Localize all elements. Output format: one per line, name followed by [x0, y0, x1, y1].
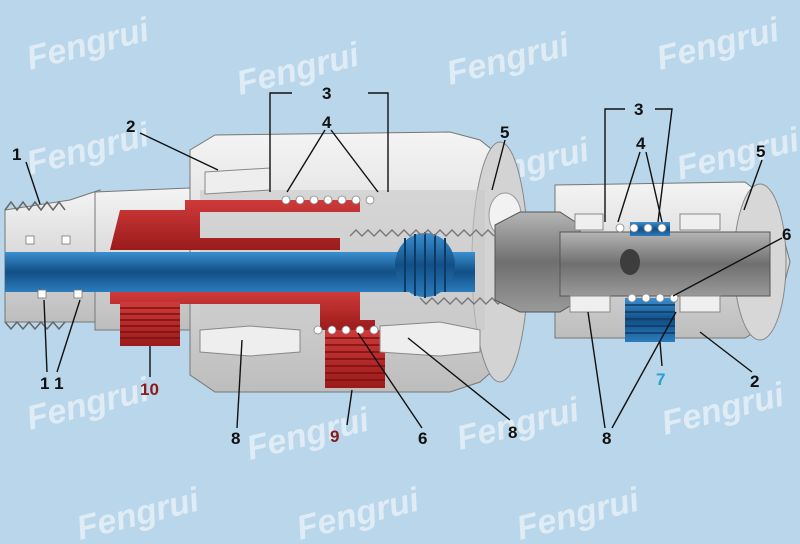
watermark-text: Fengrui	[443, 25, 575, 92]
hydraulic-channel-upper	[110, 200, 360, 250]
bearing-balls-upper	[281, 195, 375, 205]
bearing-balls-lower	[313, 325, 379, 335]
watermark-text: Fengrui	[23, 10, 155, 77]
leader-lines	[25, 92, 783, 429]
label-7: 7	[656, 370, 665, 389]
left-rotary-union	[4, 131, 529, 393]
label-4-left: 4	[322, 113, 332, 132]
right-rotary-union	[494, 181, 791, 342]
watermark-text: Fengrui	[73, 480, 205, 544]
nose-bearing-balls	[25, 235, 83, 299]
watermark-text: Fengrui	[513, 480, 645, 544]
left-seal-block-upper	[204, 167, 271, 195]
right-seal-upper-b	[679, 213, 721, 231]
right-bearing-balls-upper	[615, 223, 667, 233]
label-5-left: 5	[500, 123, 509, 142]
label-11: 1 1	[40, 374, 64, 393]
coolant-bellows-ribs	[404, 232, 446, 298]
port-9-thread	[325, 337, 385, 381]
label-8-right: 8	[602, 429, 611, 448]
watermark-text: Fengrui	[243, 400, 375, 467]
label-3-right: 3	[634, 100, 643, 119]
watermark-text: Fengrui	[658, 375, 790, 442]
right-bearing-balls-lower	[627, 293, 679, 303]
label-2-left: 2	[126, 117, 135, 136]
label-3-left: 3	[322, 84, 331, 103]
right-seal-lower-b	[679, 295, 721, 313]
label-1: 1	[12, 145, 21, 164]
watermark-text: Fengrui	[233, 35, 365, 102]
port-10-thread	[120, 307, 180, 339]
watermark-text: Fengrui	[453, 390, 585, 457]
label-5-right: 5	[756, 142, 765, 161]
watermark-text: Fengrui	[653, 10, 785, 77]
nose-thread-teeth	[4, 200, 66, 331]
label-9: 9	[330, 427, 339, 446]
label-6-lower: 6	[418, 429, 427, 448]
label-2-right: 2	[750, 372, 759, 391]
label-6-right: 6	[782, 225, 791, 244]
label-4-right: 4	[636, 134, 646, 153]
coolant-port-7-thread	[625, 304, 675, 334]
right-seal-lower-a	[569, 295, 611, 313]
left-seal-block-lower-a	[199, 325, 301, 357]
label-10: 10	[140, 380, 159, 399]
label-8-mid: 8	[508, 423, 517, 442]
shaft-thread-upper	[349, 229, 495, 237]
watermark-text: Fengrui	[673, 120, 800, 187]
callout-labels: 1 2 3 4 5 3 4 5 6 2 7 8 8 6 9 8 10 1 1	[12, 84, 791, 448]
right-seal-upper-a	[574, 213, 604, 231]
right-steel-shaft	[559, 231, 771, 297]
shaft-thread-lower	[419, 297, 505, 305]
watermark-text: Fengrui	[293, 480, 425, 544]
shaft-cross-port	[620, 249, 640, 275]
label-8-left: 8	[231, 429, 240, 448]
left-seal-block-lower-b	[379, 321, 481, 357]
hydraulic-channel-lower	[110, 292, 375, 330]
